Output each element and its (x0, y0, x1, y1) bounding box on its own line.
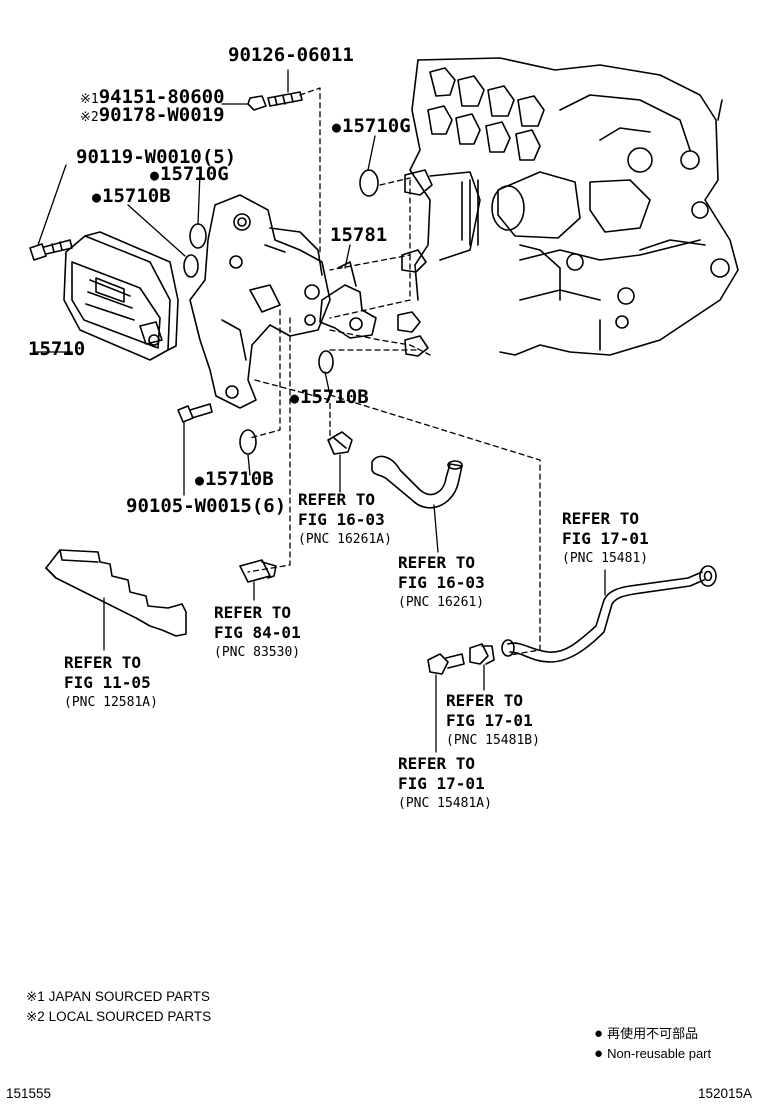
ref-16-03a-line2: FIG 16-03 (298, 510, 385, 529)
engine-block (397, 57, 739, 357)
o-ring-g-top (359, 169, 379, 197)
ref-17-01a-line3: (PNC 15481A) (398, 796, 492, 811)
o-ring-b2 (318, 350, 334, 374)
oil-pipe (501, 565, 717, 663)
label-gasket-g1: 15710G (150, 163, 229, 186)
footer-left-id: 151555 (6, 1086, 52, 1101)
water-pipe (319, 244, 377, 339)
o-ring-g1 (189, 223, 207, 249)
ref-16-03a-line3: (PNC 16261A) (298, 532, 392, 547)
label-cover-bolt: 90105-W0015(6) (126, 495, 287, 517)
note-local-sourced: ※2 LOCAL SOURCED PARTS (26, 1009, 212, 1024)
label-local-nut: ※290178-W0019 (80, 104, 225, 129)
ref-17-01b-line2: FIG 17-01 (446, 711, 533, 730)
bullet-icon: ● (594, 1025, 604, 1042)
gasket-g1-number: 15710G (160, 163, 229, 185)
ref-16-03-line3: (PNC 16261) (398, 595, 485, 610)
label-stud-bolt: 90126-06011 (228, 44, 354, 66)
o-ring-b3 (239, 429, 257, 455)
gasket-b1-number: 15710B (102, 185, 171, 207)
ref-11-05-line3: (PNC 12581A) (64, 695, 158, 710)
label-water-pipe: 15781 (330, 224, 388, 246)
legend-en: ●Non-reusable part (594, 1044, 711, 1064)
label-gasket-b1: 15710B (92, 185, 171, 208)
ref-17-01-line1: REFER TO (562, 509, 640, 528)
label-oil-cooler: 15710 (28, 338, 86, 360)
leader-lines (247, 87, 541, 656)
footer-right-id: 152015A (698, 1086, 753, 1101)
local-nut-prefix: ※2 (80, 110, 99, 125)
label-gasket-b3: 15710B (195, 468, 274, 491)
ref-11-05-line2: FIG 11-05 (64, 673, 151, 692)
oil-cooler (33, 231, 179, 361)
ref-17-01a-line2: FIG 17-01 (398, 774, 485, 793)
ref-17-01-line2: FIG 17-01 (562, 529, 649, 548)
ref-17-01-line3: (PNC 15481) (562, 551, 649, 566)
hose-clamp (327, 431, 353, 493)
ref-84-01-line2: FIG 84-01 (214, 623, 301, 642)
legend-jp: ●再使用不可部品 (594, 1024, 698, 1044)
ref-11-05-line1: REFER TO (64, 653, 142, 672)
legend-en-text: Non-reusable part (607, 1046, 712, 1061)
ref-84-01-line3: (PNC 83530) (214, 645, 301, 660)
jp-nut-prefix: ※1 (80, 92, 99, 107)
union-bolt (427, 643, 495, 753)
gasket-b3-number: 15710B (205, 468, 274, 490)
water-hose (371, 455, 463, 553)
ref-16-03a-line1: REFER TO (298, 490, 376, 509)
label-gasket-g-top: 15710G (332, 115, 411, 138)
ref-17-01b-line1: REFER TO (446, 691, 524, 710)
label-jp-nut: ※194151-80600 (80, 86, 225, 111)
cooler-bolt (29, 164, 73, 261)
ref-84-01-line1: REFER TO (214, 603, 292, 622)
jp-nut-number: 94151-80600 (98, 86, 225, 108)
label-gasket-b2: 15710B (290, 386, 369, 409)
cover-bolt (177, 403, 213, 496)
gasket-g-top-number: 15710G (342, 115, 411, 137)
ref-17-01b-line3: (PNC 15481B) (446, 733, 540, 748)
gasket-b2-number: 15710B (300, 386, 369, 408)
o-ring-b1 (183, 254, 199, 278)
stud-bolt (221, 69, 303, 111)
note-japan-sourced: ※1 JAPAN SOURCED PARTS (26, 989, 210, 1004)
local-nut-number: 90178-W0019 (98, 104, 225, 126)
ref-16-03-line1: REFER TO (398, 553, 476, 572)
oil-pressure-sensor (239, 559, 277, 601)
legend-jp-text: 再使用不可部品 (607, 1026, 699, 1041)
ref-17-01a-line1: REFER TO (398, 754, 476, 773)
bullet-icon: ● (594, 1045, 604, 1062)
cooler-cover (189, 194, 331, 409)
oil-baffle (45, 549, 187, 651)
ref-16-03-line2: FIG 16-03 (398, 573, 485, 592)
